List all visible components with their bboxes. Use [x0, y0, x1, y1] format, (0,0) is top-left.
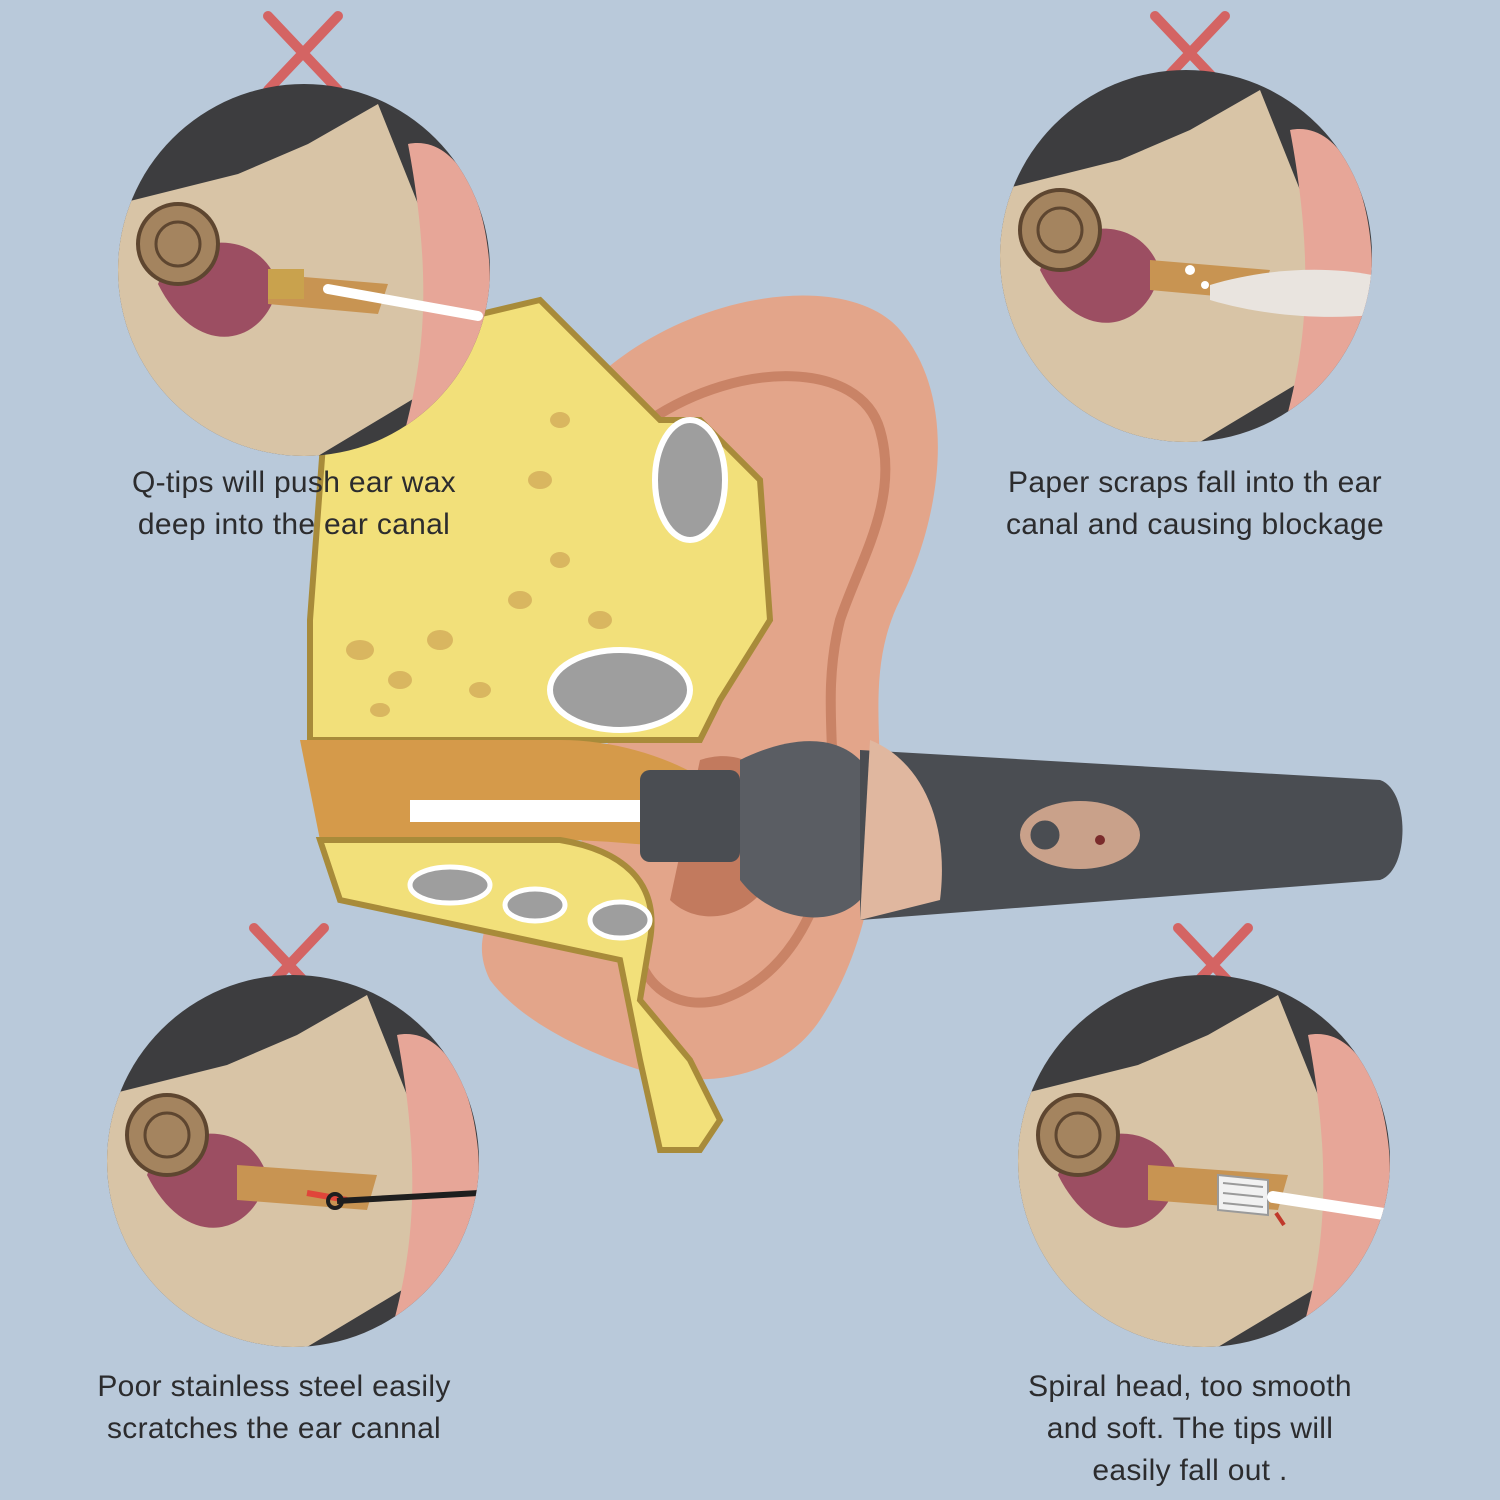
spiral-head-ear-diagram: [1018, 975, 1390, 1347]
caption-line: Spiral head, too smooth: [1028, 1370, 1352, 1403]
caption-line: Paper scraps fall into th ear: [1008, 466, 1382, 499]
caption-line: Q-tips will push ear wax: [132, 466, 456, 499]
caption-line: deep into the ear canal: [137, 508, 451, 541]
ear-cleaner-device: [410, 740, 1403, 920]
caption-line: canal and causing blockage: [1005, 508, 1385, 541]
stainless-steel-ear-diagram: [107, 975, 479, 1347]
caption-line: scratches the ear cannal: [106, 1412, 442, 1445]
caption-stainless-steel: Poor stainless steel easily scratches th…: [64, 1366, 484, 1450]
caption-spiral-head: Spiral head, too smooth and soft. The ti…: [980, 1366, 1400, 1492]
q-tips-ear-diagram: [118, 84, 490, 456]
caption-q-tips: Q-tips will push ear wax deep into the e…: [84, 462, 504, 546]
caption-line: Poor stainless steel easily: [97, 1370, 451, 1403]
caption-line: and soft. The tips will: [1046, 1412, 1334, 1445]
caption-line: easily fall out .: [1092, 1454, 1288, 1487]
caption-paper-scraps: Paper scraps fall into th ear canal and …: [985, 462, 1405, 546]
paper-scraps-ear-diagram: [1000, 70, 1372, 442]
ear-canal: [300, 740, 720, 850]
cross-icon: [263, 11, 343, 95]
